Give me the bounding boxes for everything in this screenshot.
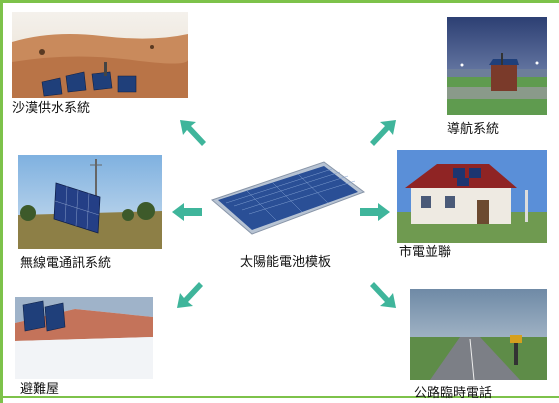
frame-top-border bbox=[0, 0, 559, 3]
arrow-to-shelter-icon bbox=[177, 282, 203, 308]
wireless-photo bbox=[18, 155, 162, 249]
solar-panel-image bbox=[206, 154, 369, 240]
arrow-to-desert-icon bbox=[180, 120, 206, 146]
house-photo bbox=[397, 150, 547, 243]
shelter-photo bbox=[15, 297, 153, 379]
arrow-to-navigation-icon bbox=[370, 120, 396, 146]
navigation-photo bbox=[447, 17, 547, 115]
frame-bottom-border bbox=[0, 396, 559, 398]
frame-left-border bbox=[0, 0, 3, 403]
navigation-label: 導航系統 bbox=[447, 122, 500, 137]
desert-water-photo bbox=[12, 12, 188, 98]
highway-phone-photo bbox=[410, 289, 547, 380]
desert-water-label: 沙漠供水系統 bbox=[12, 101, 91, 116]
arrow-to-phone-icon bbox=[370, 282, 396, 308]
arrow-to-house-icon bbox=[360, 203, 390, 221]
arrow-to-wireless-icon bbox=[172, 203, 202, 221]
center-panel-label: 太陽能電池模板 bbox=[240, 255, 332, 270]
highway-phone-label: 公路臨時電話 bbox=[414, 386, 493, 401]
wireless-label: 無線電通訊系統 bbox=[20, 256, 112, 271]
shelter-label: 避難屋 bbox=[20, 382, 60, 397]
house-label: 市電並聯 bbox=[399, 245, 452, 260]
